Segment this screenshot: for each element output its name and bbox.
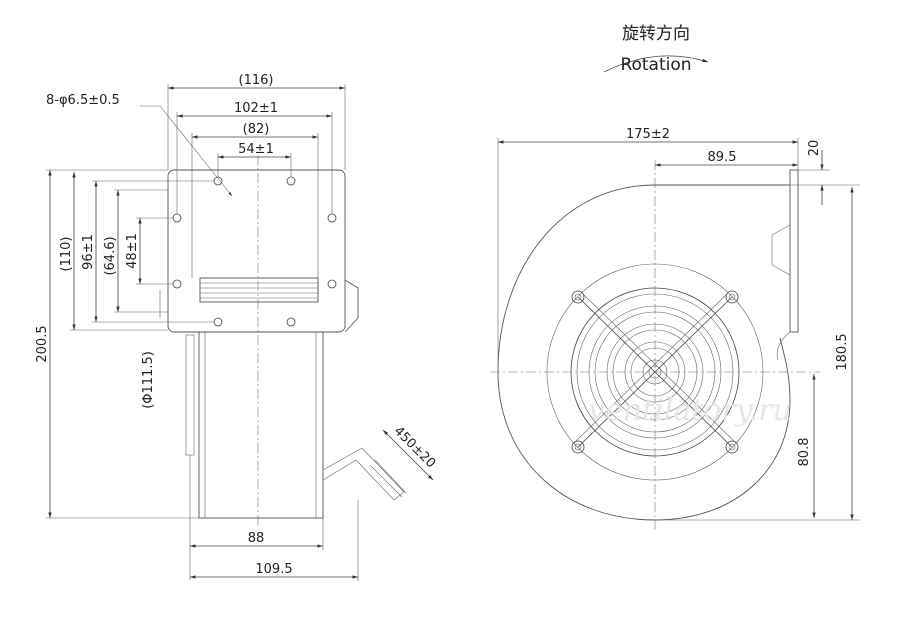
scroll-housing [497,184,791,521]
terminal-strip [185,334,195,456]
dim-bottom-overall: 109.5 [255,562,292,577]
left-view: (116) 102±1 (82) 54±1 8-φ6.5±0.5 200.5 [35,73,438,581]
dim-flange: 20 [807,140,822,157]
rotation-chinese: 旋转方向 [622,24,690,44]
dim-outlet-offset: 89.5 [708,150,737,165]
dim-cable: 450±20 [391,424,439,472]
impeller-blades [200,282,318,299]
grill-mount-holes [571,290,739,454]
dim-left-inner: (64.6) [103,236,118,275]
dim-height: 180.5 [835,333,850,370]
watermark: ventilatory.ru [588,393,792,428]
dim-left-holes-inner: 48±1 [125,233,140,269]
dim-top-inner: (82) [243,122,270,137]
impeller-window [199,277,319,303]
hole-callout: 8-φ6.5±0.5 [46,93,120,108]
dim-width: 175±2 [626,127,670,142]
bottom-dimensions [189,490,359,581]
mounting-flange [167,169,346,333]
rotation-label: 旋转方向 Rotation [603,24,709,75]
dim-left-holes: 96±1 [81,234,96,270]
dim-left-flange: (110) [59,237,74,272]
dim-center-height: 80.8 [797,438,812,467]
flange-edge [344,279,359,333]
dim-diameter: (Φ111.5) [141,351,156,409]
top-dimensions [167,84,346,278]
right-view: 175±2 89.5 20 180.5 80.8 ventilatory.ru [490,127,860,530]
right-top-dimensions [497,138,799,372]
cable [322,447,405,501]
rotation-english: Rotation [620,55,691,75]
outlet-flange [789,169,799,333]
dim-top-holes: 102±1 [234,101,278,116]
dim-top-holes-inner: 54±1 [238,142,274,157]
left-dimensions [46,169,214,519]
dim-left-overall: 200.5 [35,325,50,362]
motor-body [198,331,324,519]
dim-bottom-body: 88 [248,531,265,546]
mounting-holes [172,176,337,327]
rotation-arrow-icon [603,55,709,73]
dim-top-overall: (116) [239,73,274,88]
